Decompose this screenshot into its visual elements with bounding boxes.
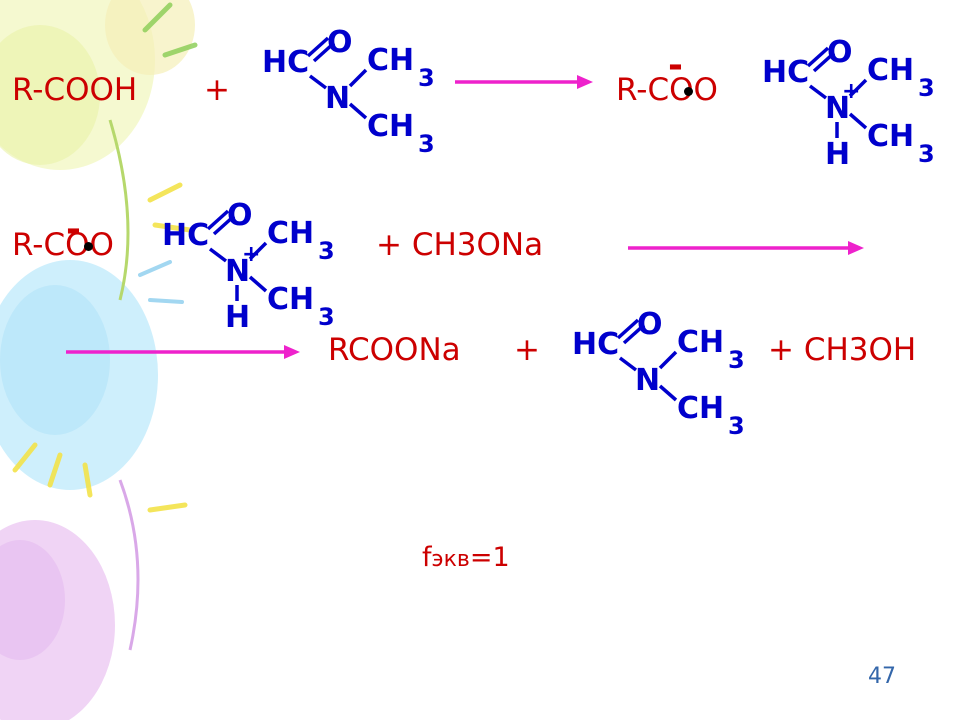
protonated-dmf-row2: [162, 203, 352, 338]
reaction-arrow-row2: [628, 241, 864, 255]
carboxylate-row1: R-COO: [616, 72, 718, 108]
protonated-dmf-row1: [762, 40, 952, 175]
sodium-methoxide-reagent: + CH3ONa: [376, 227, 544, 263]
electron-dot-row2: [84, 242, 93, 251]
equivalence-f: f: [422, 542, 432, 573]
equivalence-subscript: экв: [431, 547, 470, 572]
equivalence-factor: fэкв=1: [422, 542, 510, 573]
equivalence-value: =1: [469, 542, 510, 573]
reactant-acid: R-COOH: [12, 72, 138, 108]
reaction-arrow-row3: [66, 345, 300, 359]
page-number: 47: [868, 664, 896, 689]
negative-charge-row1: -: [668, 45, 683, 86]
reaction-arrow-row1: [455, 75, 593, 89]
plus-sign-row1: +: [204, 72, 230, 108]
methanol-product: + CH3OH: [768, 332, 917, 368]
sodium-carboxylate-product: RCOONa: [328, 332, 461, 368]
dmf-molecule-row3: [570, 305, 747, 442]
negative-charge-row2: -: [66, 209, 81, 250]
electron-dot-row1: [684, 87, 693, 96]
dmf-molecule-row1: [260, 23, 437, 160]
plus-sign-row3: +: [514, 332, 540, 368]
carboxylate-row2: R-COO: [12, 227, 114, 263]
